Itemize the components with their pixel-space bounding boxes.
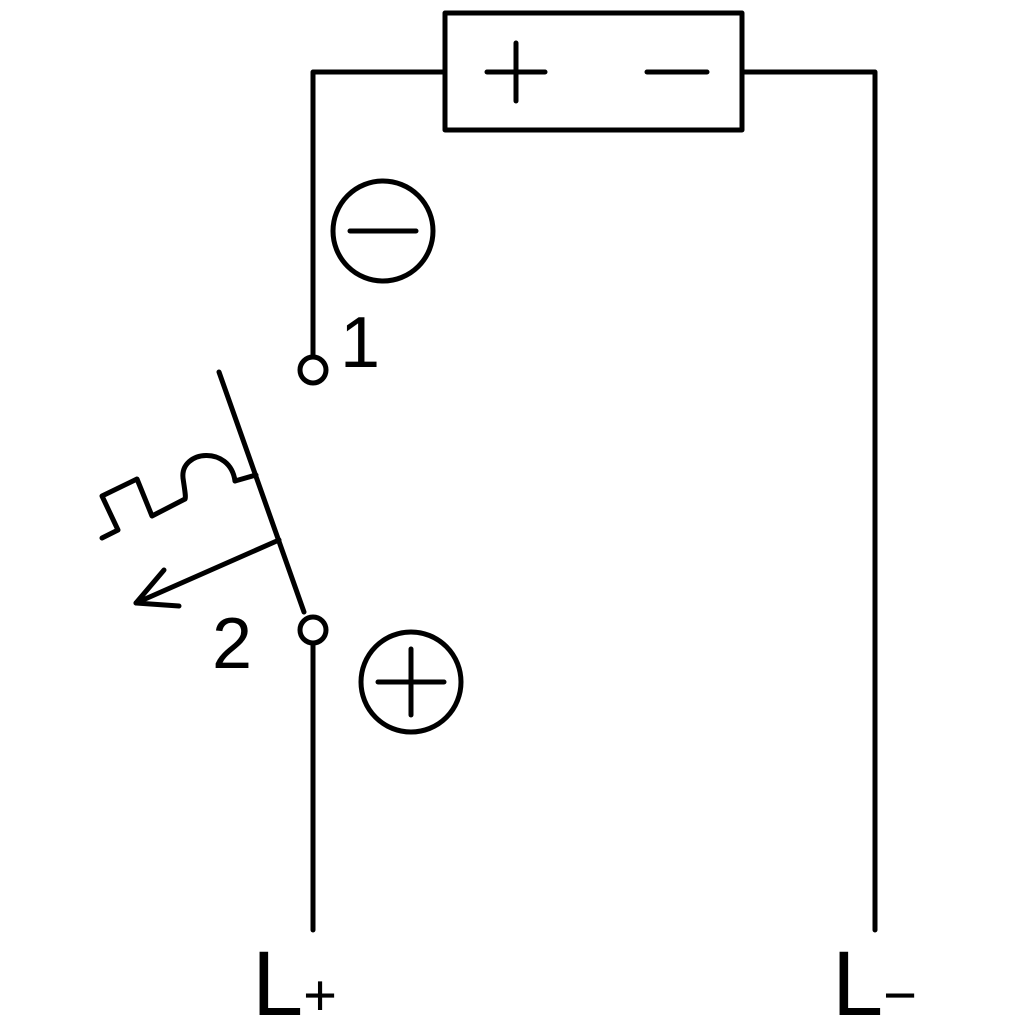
supply-negative-sign: − [883, 963, 917, 1024]
thermal-loop-icon [180, 453, 238, 502]
negative-polarity-marker [330, 178, 436, 284]
positive-polarity-marker [358, 629, 464, 735]
switch-blade [216, 369, 307, 615]
wire-right [739, 69, 878, 933]
supply-positive-sign: + [303, 963, 337, 1024]
component-plus-sign [484, 40, 548, 104]
supply-positive-letter: L [252, 933, 303, 1024]
terminal-1-label: 1 [340, 303, 380, 383]
terminal-2-label: 2 [212, 604, 252, 684]
supply-positive-label: L+ [252, 933, 337, 1024]
release-arrow-head-icon [133, 567, 182, 609]
supply-negative-letter: L [832, 933, 883, 1024]
wire-left-top [310, 69, 448, 359]
polarized-component [442, 10, 745, 133]
terminal-1-contact [297, 354, 329, 386]
supply-negative-label: L− [832, 933, 917, 1024]
terminal-2-contact [297, 614, 329, 646]
overcurrent-square-wave-icon [99, 476, 188, 541]
thermal-element-icon [232, 472, 259, 484]
release-arrow-shaft [133, 537, 282, 606]
